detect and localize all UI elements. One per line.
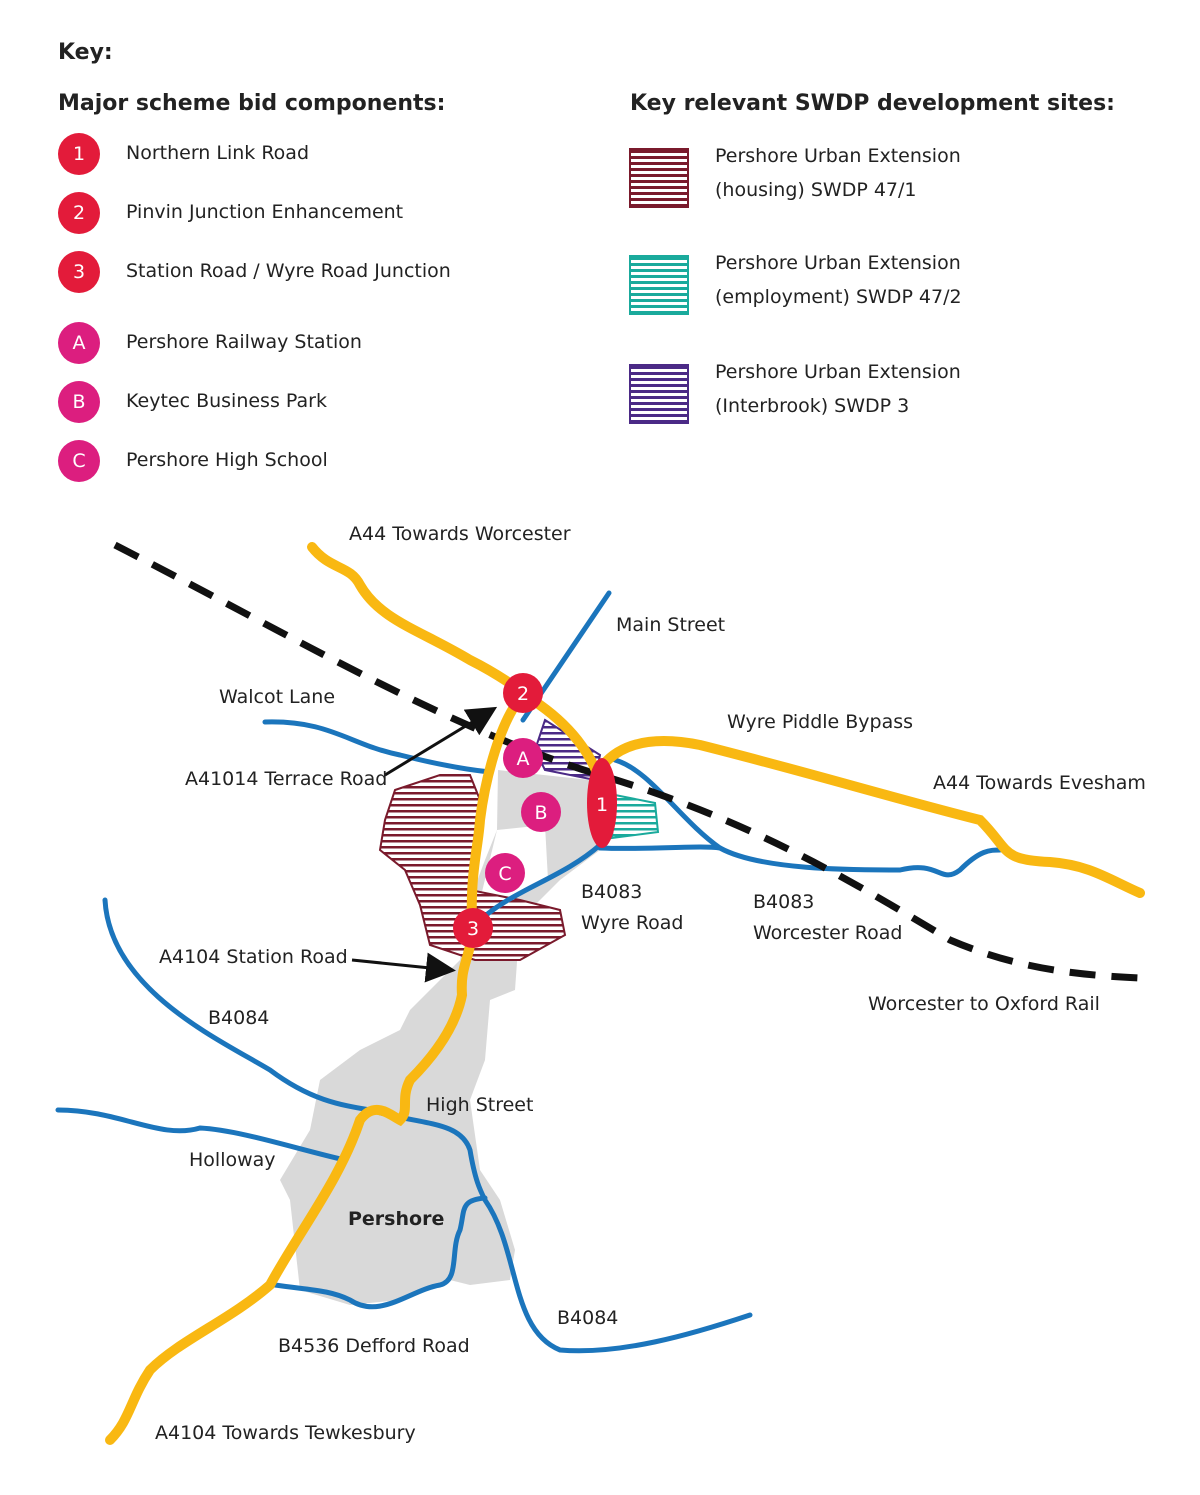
site-employment bbox=[610, 793, 660, 840]
a44-worcester-road bbox=[307, 542, 608, 795]
legend-component-label: Pershore High School bbox=[126, 449, 328, 471]
label-tewkesbury: A4104 Towards Tewkesbury bbox=[155, 1422, 416, 1444]
label-b4084-south: B4084 bbox=[557, 1307, 618, 1329]
label-walcot-lane: Walcot Lane bbox=[219, 686, 335, 708]
terrace-road-arrow bbox=[384, 706, 498, 777]
b-roads bbox=[55, 590, 1003, 1354]
b4083-worcester-road bbox=[597, 844, 1003, 878]
label-b4084-north: B4084 bbox=[208, 1007, 269, 1029]
b4084-north-road bbox=[102, 897, 753, 1354]
legend-component-label: Station Road / Wyre Road Junction bbox=[126, 260, 451, 282]
key-title: Key: bbox=[58, 40, 113, 65]
label-main-street: Main Street bbox=[616, 614, 725, 636]
label-rail: Worcester to Oxford Rail bbox=[868, 993, 1100, 1015]
label-terrace-road: A41014 Terrace Road bbox=[185, 768, 387, 790]
label-b4083-worc-1: B4083 bbox=[753, 891, 814, 913]
holloway-road bbox=[55, 1107, 348, 1163]
legend-site-swatch bbox=[629, 255, 689, 315]
label-b4083-worc-2: Worcester Road bbox=[753, 922, 902, 944]
walcot-lane-road bbox=[262, 719, 493, 775]
label-b4083-wyre-1: B4083 bbox=[581, 881, 642, 903]
label-wyre-piddle: Wyre Piddle Bypass bbox=[727, 711, 913, 733]
marker-b-text: B bbox=[534, 802, 547, 824]
legend-marker-3: 3 bbox=[58, 251, 100, 293]
legend-component-label: Pinvin Junction Enhancement bbox=[126, 201, 404, 223]
marker-c-text: C bbox=[498, 863, 511, 885]
legend-site-label: Pershore Urban Extension bbox=[715, 361, 961, 383]
legend-component-label: Northern Link Road bbox=[126, 142, 310, 164]
legend-marker-2: 2 bbox=[58, 192, 100, 234]
legend-component-label: Keytec Business Park bbox=[126, 390, 327, 412]
a4104-road bbox=[105, 690, 528, 1445]
label-a44-worcester: A44 Towards Worcester bbox=[349, 523, 571, 545]
legend-site-swatch bbox=[629, 364, 689, 424]
legend-site-label: (employment) SWDP 47/2 bbox=[715, 286, 962, 308]
legend-site-label: Pershore Urban Extension bbox=[715, 145, 961, 167]
legend-site-label: (housing) SWDP 47/1 bbox=[715, 179, 917, 201]
marker-2-pinvin[interactable] bbox=[503, 673, 543, 713]
station-road-arrow bbox=[351, 952, 456, 983]
label-high-street: High Street bbox=[426, 1094, 533, 1116]
b4083-wyre-road bbox=[472, 842, 603, 928]
legend-site-label: Pershore Urban Extension bbox=[715, 252, 961, 274]
marker-1-text: 1 bbox=[596, 794, 608, 816]
a-roads bbox=[105, 542, 1145, 1445]
legend-site-swatch bbox=[629, 148, 689, 208]
label-defford: B4536 Defford Road bbox=[278, 1335, 470, 1357]
marker-a-station[interactable] bbox=[503, 738, 543, 778]
legend-marker-b: B bbox=[58, 381, 100, 423]
legend-marker-a: A bbox=[58, 322, 100, 364]
a44-evesham-road bbox=[598, 736, 1145, 898]
marker-b-keytec[interactable] bbox=[521, 792, 561, 832]
label-holloway: Holloway bbox=[189, 1149, 276, 1171]
marker-3-text: 3 bbox=[467, 918, 479, 940]
label-station-road: A4104 Station Road bbox=[159, 946, 348, 968]
marker-1-northern-link[interactable] bbox=[587, 758, 617, 848]
map-labels: A44 Towards Worcester Main Street Walcot… bbox=[155, 523, 1146, 1444]
sites-heading: Key relevant SWDP development sites: bbox=[630, 91, 1115, 116]
defford-road bbox=[272, 1195, 488, 1310]
marker-3-station-wyre[interactable] bbox=[453, 908, 493, 948]
label-pershore: Pershore bbox=[348, 1208, 444, 1230]
legend-site-label: (Interbrook) SWDP 3 bbox=[715, 395, 910, 417]
label-b4083-wyre-2: Wyre Road bbox=[581, 912, 684, 934]
legend-component-label: Pershore Railway Station bbox=[126, 331, 362, 353]
marker-c-school[interactable] bbox=[485, 853, 525, 893]
legend-marker-1: 1 bbox=[58, 133, 100, 175]
marker-a-text: A bbox=[517, 748, 530, 770]
marker-2-text: 2 bbox=[517, 683, 529, 705]
components-heading: Major scheme bid components: bbox=[58, 91, 446, 116]
legend-marker-c: C bbox=[58, 440, 100, 482]
label-a44-evesham: A44 Towards Evesham bbox=[933, 772, 1146, 794]
